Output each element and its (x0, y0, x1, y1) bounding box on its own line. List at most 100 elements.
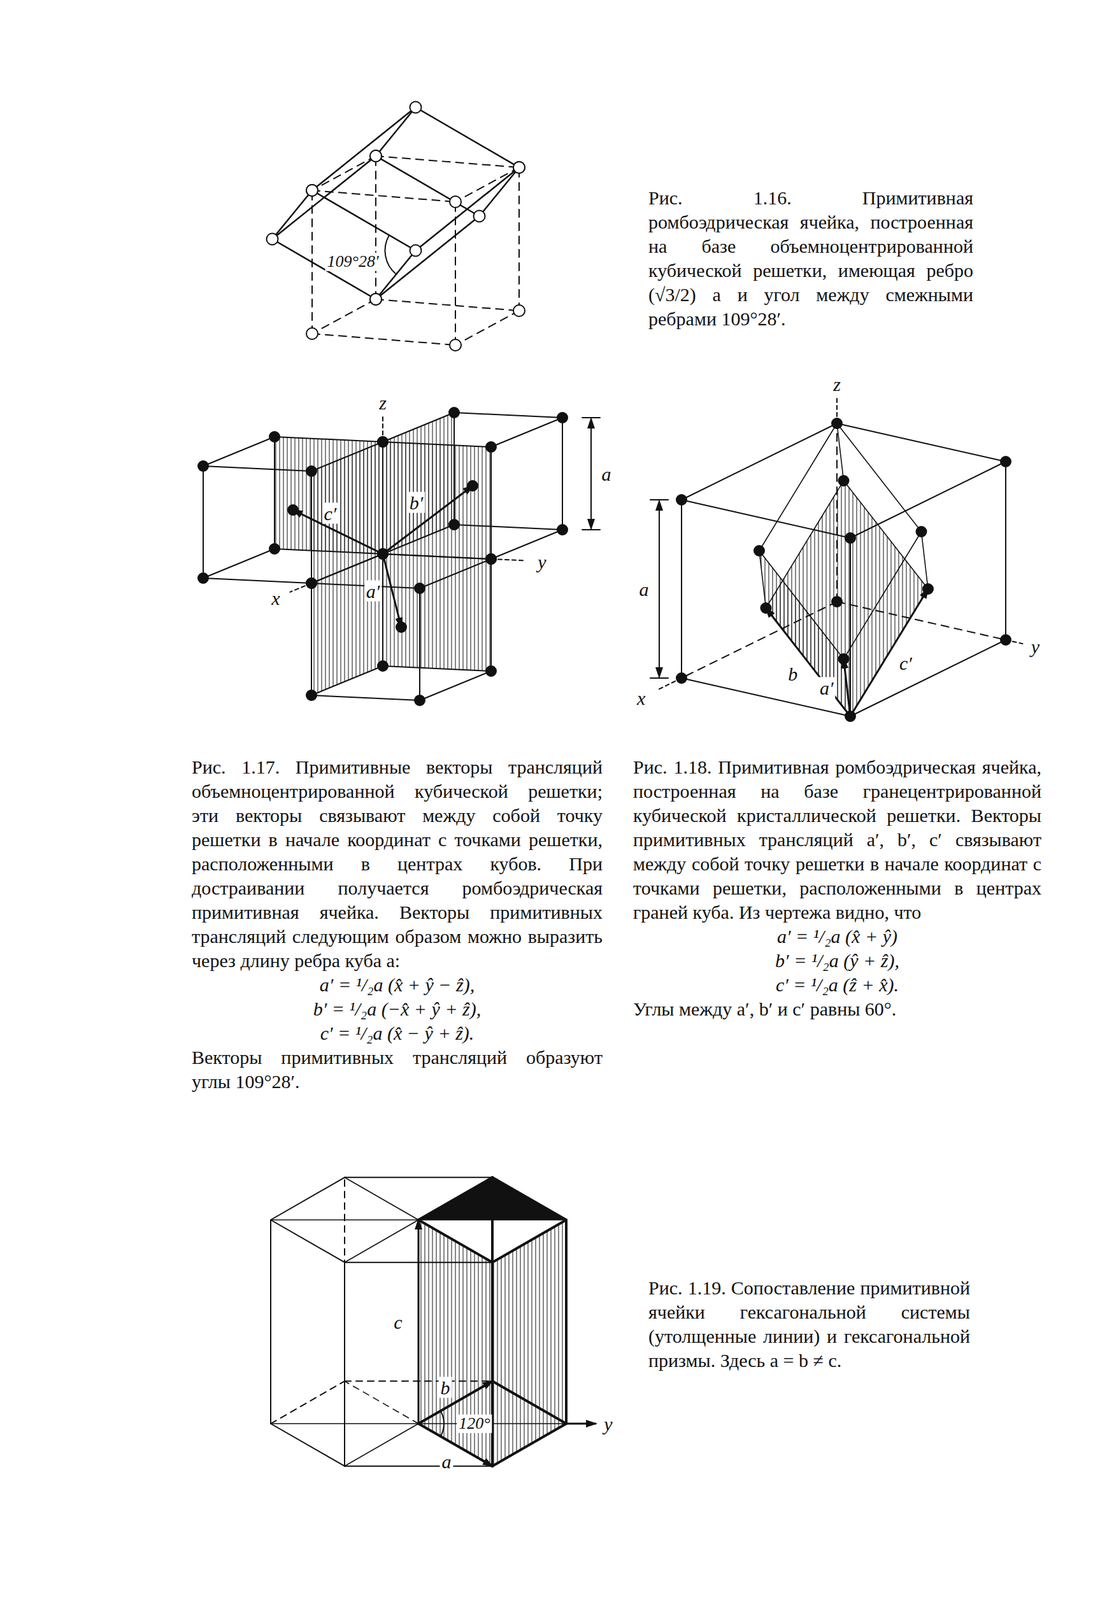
cell-edge (836, 423, 922, 532)
cube-edge (202, 466, 204, 579)
axis-line (1005, 640, 1023, 644)
dimension-tick (650, 677, 669, 679)
figure-label: x (635, 687, 648, 709)
caption-text: Рис. 1.19. Сопоставление примитивной яче… (648, 1276, 971, 1374)
dimension-tick (582, 417, 600, 419)
cube-edge (203, 466, 312, 472)
figure-label: a′ (364, 580, 383, 602)
hexagon-spoke (344, 1177, 419, 1221)
lattice-point (449, 407, 460, 418)
figure-caption: Рис. 1.18. Примитивная ромбоэдрическая я… (633, 755, 1042, 1022)
primitive-cell-edge (418, 1177, 493, 1221)
lattice-point (557, 412, 568, 423)
figure-caption: Рис. 1.16. Примитивная ромбоэдрическая я… (648, 185, 974, 332)
dimension-tick (650, 499, 669, 501)
caption-text: Рис. 1.17. Примитивные векторы трансляци… (191, 755, 603, 974)
lattice-point (414, 583, 425, 594)
cube-edge (490, 447, 492, 560)
cube-edge (382, 666, 492, 672)
cube-edge (836, 423, 838, 602)
vector-arrow (382, 485, 473, 555)
cube-edge (382, 554, 492, 560)
lattice-point (449, 196, 462, 208)
hexagon-spoke (344, 1220, 419, 1264)
figure-label: a (637, 578, 651, 600)
shaded-face (418, 1220, 493, 1467)
lattice-point (414, 695, 425, 706)
hexagon-edge (270, 1381, 345, 1425)
lattice-point (377, 661, 388, 672)
shaded-plane (382, 412, 455, 555)
cell-edge (272, 190, 313, 240)
cell-edge (312, 190, 416, 251)
dimension-tick (582, 529, 600, 531)
formula-line: c′ = ¹/₂a (x̂ − ŷ + ẑ). (191, 1021, 603, 1046)
lattice-point (198, 461, 209, 472)
prism-edge (491, 1177, 493, 1382)
cube-edge (681, 499, 851, 539)
cube-edge (311, 666, 383, 696)
cube-edge (274, 549, 383, 555)
cube-edge (311, 442, 383, 472)
lattice-point (485, 666, 497, 677)
lattice-point (306, 184, 318, 197)
lattice-point (266, 233, 279, 246)
cube-edge (310, 583, 313, 696)
formula-line: c′ = ¹/₂a (ẑ + x̂). (633, 973, 1042, 998)
lattice-point (754, 545, 765, 557)
cube-edge (382, 442, 492, 448)
cube-edge (561, 417, 564, 530)
lattice-point (370, 150, 382, 162)
hexagon-edge (270, 1177, 345, 1221)
lattice-point (306, 328, 318, 340)
hexagon-spoke (344, 1424, 419, 1467)
lattice-point (676, 494, 687, 506)
cube-edge (518, 167, 520, 311)
cube-edge (203, 578, 312, 584)
formula-line: b′ = ¹/₂a (ŷ + ẑ), (633, 949, 1042, 974)
cell-edge (759, 550, 844, 660)
cell-edge (479, 167, 520, 217)
axis-line (836, 398, 838, 424)
figure-label: b′ (407, 491, 426, 513)
primitive-cell-edge (491, 1177, 494, 1382)
figure-label: z (831, 373, 843, 395)
lattice-point (410, 101, 422, 114)
cube-edge (382, 412, 455, 443)
hexagon-edge (270, 1220, 345, 1264)
figure-label: y (601, 1413, 615, 1436)
cube-edge (382, 442, 384, 555)
cube-edge (203, 436, 275, 467)
vector-arrow (382, 554, 402, 628)
lattice-point (306, 184, 318, 197)
dimension-line (658, 501, 660, 678)
cube-edge (382, 554, 492, 560)
lattice-point (916, 526, 927, 537)
hexagon-edge (492, 1424, 567, 1467)
cube-edge (311, 554, 383, 584)
lattice-point (370, 150, 382, 162)
formula-line: a′ = ¹/₂a (x̂ + ŷ − ẑ), (191, 973, 603, 998)
formula-line: b′ = ¹/₂a (−x̂ + ŷ + ẑ), (191, 997, 603, 1022)
axis-line (657, 678, 682, 690)
lattice-point (485, 442, 497, 453)
primitive-cell-edge (418, 1220, 493, 1264)
lattice-point (410, 245, 422, 257)
cube-edge (454, 201, 457, 346)
cell-edge (375, 216, 480, 300)
lattice-point (513, 305, 525, 317)
cell-edge (850, 589, 929, 717)
lattice-point (473, 210, 486, 223)
figure-label: c′ (322, 502, 339, 524)
figure-label: c (391, 1312, 404, 1334)
cube-edge (453, 412, 455, 525)
hexagon-edge (344, 1177, 493, 1179)
lattice-point (370, 293, 382, 306)
lattice-point (306, 466, 317, 477)
primitive-cell-edge (492, 1424, 567, 1467)
figure-label: a′ (817, 677, 836, 699)
cell-edge (843, 531, 922, 660)
lattice-point (831, 596, 843, 607)
caption-text: Рис. 1.16. Примитивная ромбоэдрическая я… (648, 185, 974, 332)
figure-label: b (438, 1377, 453, 1399)
